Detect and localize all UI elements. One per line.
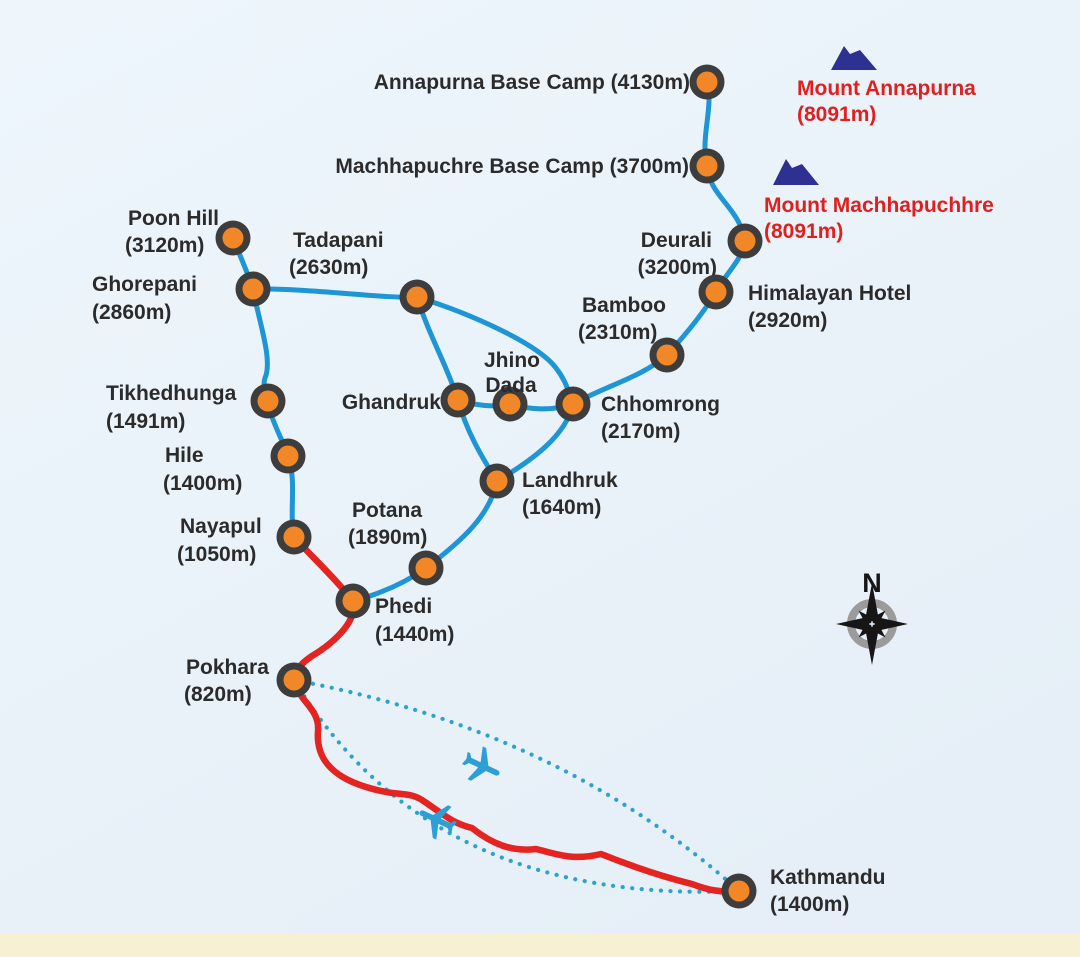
station-label: Phedi	[375, 595, 432, 618]
station-chhomrong[interactable]: Chhomrong (2170m)	[555, 386, 720, 444]
stations: Annapurna Base Camp (4130m) Machhapuchre…	[92, 64, 912, 916]
station-potana[interactable]: Potana (1890m)	[348, 499, 444, 586]
station-marker-dot	[656, 344, 678, 366]
station-annapurna-base-camp[interactable]: Annapurna Base Camp (4130m)	[374, 64, 725, 100]
mountain-elevation: (8091m)	[764, 220, 843, 243]
station-jhino-dada[interactable]: Jhino Dada	[484, 349, 540, 422]
station-label: Tadapani	[293, 229, 384, 252]
station-marker-dot	[499, 393, 521, 415]
station-label: Ghorepani	[92, 273, 197, 296]
station-marker-dot	[415, 557, 437, 579]
station-label: Machhapuchre Base Camp (3700m)	[335, 155, 689, 178]
footer-strip	[0, 933, 1080, 957]
station-marker-dot	[486, 470, 508, 492]
station-marker-dot	[696, 155, 718, 177]
station-himalayan-hotel[interactable]: Himalayan Hotel (2920m)	[698, 274, 912, 333]
station-label: Pokhara	[186, 656, 269, 679]
road-pokhara-kathmandu	[290, 676, 743, 895]
station-phedi[interactable]: Phedi (1440m)	[335, 583, 455, 647]
station-elevation: (1050m)	[177, 543, 256, 566]
station-marker-dot	[562, 393, 584, 415]
station-label: Bamboo	[582, 294, 666, 317]
mountain-elevation: (8091m)	[797, 103, 876, 126]
airplane-icon-to-pokhara	[419, 805, 458, 840]
station-marker-dot	[222, 227, 244, 249]
station-elevation: (820m)	[184, 683, 252, 706]
station-label: Poon Hill	[128, 207, 219, 230]
station-landhruk[interactable]: Landhruk (1640m)	[479, 463, 618, 520]
station-marker-dot	[406, 286, 428, 308]
station-elevation: (1491m)	[106, 410, 185, 433]
station-elevation: (3200m)	[638, 256, 717, 279]
compass-rose: N	[836, 568, 908, 665]
station-bamboo[interactable]: Bamboo (2310m)	[578, 294, 685, 373]
station-hile[interactable]: Hile (1400m)	[163, 438, 306, 496]
station-marker-dot	[277, 445, 299, 467]
mountain-name: Mount Machhapuchhre	[764, 194, 994, 217]
station-label: Deurali	[641, 229, 712, 252]
station-marker-dot	[342, 590, 364, 612]
station-ghorepani[interactable]: Ghorepani (2860m)	[92, 271, 271, 325]
mountain-annapurna-group: Mount Annapurna (8091m)	[797, 46, 976, 126]
station-marker-dot	[734, 230, 756, 252]
station-marker-dot	[728, 880, 750, 902]
station-elevation: (2310m)	[578, 321, 657, 344]
station-pokhara[interactable]: Pokhara (820m)	[184, 656, 312, 706]
station-label: Landhruk	[522, 469, 618, 492]
compass-north-label: N	[862, 568, 882, 598]
flight-path-pokhara-kathmandu	[291, 677, 742, 894]
station-poon-hill[interactable]: Poon Hill (3120m)	[125, 207, 251, 257]
station-label: Hile	[165, 444, 204, 467]
compass-star	[836, 583, 908, 665]
compass-star-diagonals	[858, 610, 886, 638]
station-marker-dot	[242, 278, 264, 300]
station-elevation: (1640m)	[522, 496, 601, 519]
station-label: Annapurna Base Camp (4130m)	[374, 71, 690, 94]
station-marker-dot	[283, 669, 305, 691]
station-elevation: (1400m)	[163, 472, 242, 495]
station-kathmandu[interactable]: Kathmandu (1400m)	[721, 866, 886, 916]
station-label: Himalayan Hotel	[748, 282, 911, 305]
station-deurali[interactable]: Deurali (3200m)	[638, 223, 763, 280]
station-label: Kathmandu	[770, 866, 886, 889]
station-marker-dot	[447, 389, 469, 411]
station-label-line2: Dada	[485, 374, 537, 397]
station-nayapul[interactable]: Nayapul (1050m)	[177, 515, 312, 566]
station-marker-dot	[257, 390, 279, 412]
airplane-icon-to-kathmandu	[461, 746, 500, 781]
station-label: Ghandruk	[342, 391, 441, 414]
station-label: Nayapul	[180, 515, 262, 538]
station-ghandruk[interactable]: Ghandruk	[342, 382, 476, 418]
station-label: Jhino	[484, 349, 540, 372]
flight-paths	[291, 677, 742, 894]
station-elevation: (1440m)	[375, 623, 454, 646]
station-tadapani[interactable]: Tadapani (2630m)	[289, 229, 435, 315]
station-elevation: (3120m)	[125, 234, 204, 257]
station-elevation: (2860m)	[92, 301, 171, 324]
station-label: Tikhedhunga	[106, 382, 237, 405]
station-elevation: (1400m)	[770, 893, 849, 916]
station-label: Chhomrong	[601, 393, 720, 416]
station-marker-dot	[283, 526, 305, 548]
station-marker-dot	[696, 71, 718, 93]
station-elevation: (2920m)	[748, 309, 827, 332]
station-elevation: (2170m)	[601, 420, 680, 443]
station-elevation: (2630m)	[289, 256, 368, 279]
airplane-icons	[419, 746, 500, 840]
mountain-peak-icon	[831, 46, 877, 70]
mountain-name: Mount Annapurna	[797, 77, 976, 100]
station-marker-dot	[705, 281, 727, 303]
station-machhapuchre-base-camp[interactable]: Machhapuchre Base Camp (3700m)	[335, 148, 725, 184]
station-tikhedhunga[interactable]: Tikhedhunga (1491m)	[106, 382, 286, 433]
station-elevation: (1890m)	[348, 526, 427, 549]
mountain-peak-icon	[773, 159, 819, 185]
station-label: Potana	[352, 499, 422, 522]
mountain-machhapuchhre-group: Mount Machhapuchhre (8091m)	[764, 159, 994, 243]
